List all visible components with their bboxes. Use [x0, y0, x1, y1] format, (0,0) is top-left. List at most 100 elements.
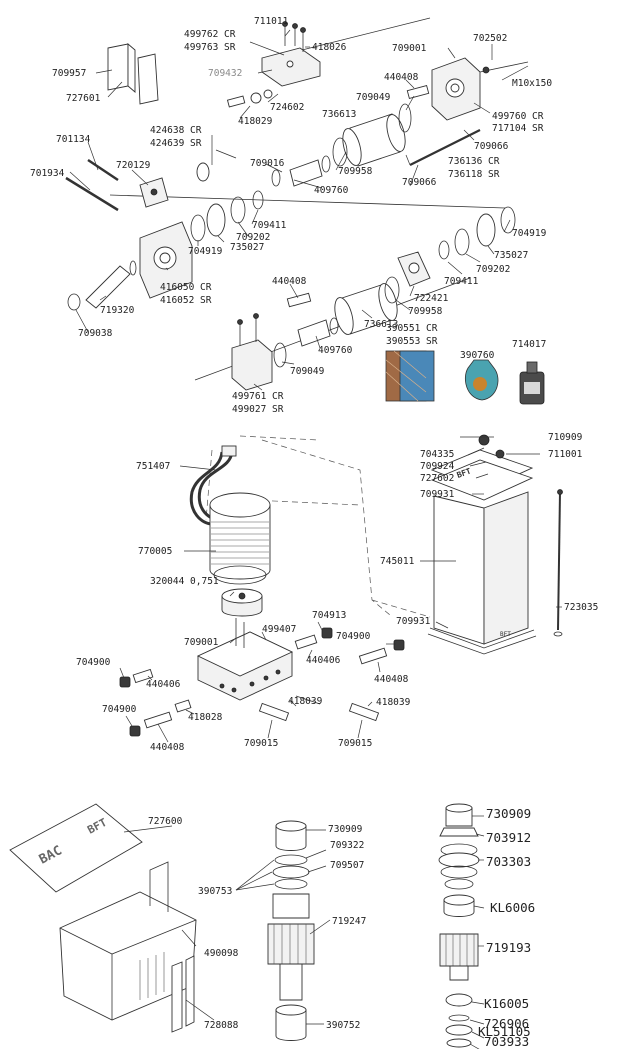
ring-set-right — [438, 206, 516, 260]
label-709001a: 709001 — [392, 43, 427, 54]
middle-assembly: BFT BFT — [119, 434, 563, 737]
label-390551: 390551 CR — [386, 323, 438, 334]
oil-bottle-714017 — [519, 361, 545, 405]
piston-709016 — [271, 155, 331, 187]
label-701134: 701134 — [56, 134, 91, 145]
label-709066b: 709066 — [402, 177, 437, 188]
label-709958a: 709958 — [338, 166, 373, 177]
valves-418039 — [258, 695, 380, 722]
label-709957: 709957 — [52, 68, 86, 79]
label-709001b: 709001 — [184, 637, 219, 648]
rod-701134 — [87, 158, 119, 182]
label-418029: 418029 — [238, 116, 273, 127]
label-736613a: 736613 — [322, 109, 356, 120]
label-723035: 723035 — [564, 602, 598, 613]
label-440408a: 440408 — [384, 72, 419, 83]
label-440408c: 440408 — [374, 674, 409, 685]
label-440406a: 440406 — [146, 679, 181, 690]
label-736136: 736136 CR — [448, 156, 500, 167]
label-kl6006: KL6006 — [490, 900, 535, 915]
label-440408d: 440408 — [150, 742, 185, 753]
manifold-499407 — [196, 618, 294, 701]
label-709015a: 709015 — [244, 738, 278, 749]
label-704913: 704913 — [312, 610, 346, 621]
label-418028: 418028 — [188, 712, 223, 723]
grease-bag-390760 — [465, 359, 499, 401]
label-710909: 710909 — [548, 432, 583, 443]
label-320044: 320044 0,751 — [150, 576, 219, 587]
label-709049a: 709049 — [356, 92, 391, 103]
label-499763: 499763 SR — [184, 42, 236, 53]
label-709931b: 709931 — [396, 616, 431, 627]
valve-parts-418029 — [226, 89, 273, 108]
label-709411a: 709411 — [252, 220, 287, 231]
label-709202b: 709202 — [476, 264, 510, 275]
valves-right — [294, 627, 405, 665]
label-703912: 703912 — [486, 830, 531, 845]
motor-770005 — [209, 492, 271, 585]
coupling-320044 — [221, 588, 263, 617]
label-711001: 711001 — [548, 449, 583, 460]
label-728088: 728088 — [204, 1020, 239, 1031]
label-409760a: 409760 — [314, 185, 349, 196]
valve-440408-top — [406, 84, 430, 100]
label-736118: 736118 SR — [448, 169, 500, 180]
label-424638: 424638 CR — [150, 125, 202, 136]
base-cover-727600 — [9, 803, 143, 893]
rod-736136 — [409, 129, 481, 166]
pump-head-499760 — [431, 57, 529, 121]
label-418039a: 418039 — [288, 696, 323, 707]
label-418026: 418026 — [312, 42, 347, 53]
label-703933: 703933 — [484, 1034, 529, 1049]
label-704900c: 704900 — [102, 704, 137, 715]
flange-722421 — [397, 251, 431, 287]
label-704900b: 704900 — [336, 631, 371, 642]
bracket-720129 — [139, 177, 169, 208]
label-709016: 709016 — [250, 158, 285, 169]
label-770005: 770005 — [138, 546, 172, 557]
label-kl51105: KL51105 — [478, 1024, 531, 1039]
tank-plate-logo: BFT — [500, 631, 511, 638]
label-709038: 709038 — [78, 328, 113, 339]
label-719247: 719247 — [332, 916, 366, 927]
label-390760: 390760 — [460, 350, 495, 361]
valve-440408-lower — [286, 292, 312, 308]
valves-left — [119, 668, 192, 737]
label-709958b: 709958 — [408, 306, 443, 317]
label-704919b: 704919 — [512, 228, 547, 239]
label-499760: 499760 CR — [492, 111, 544, 122]
rod-701934 — [65, 176, 119, 212]
gasket-swatches-390551 — [385, 350, 435, 402]
label-724602: 724602 — [270, 102, 304, 113]
top-assembly — [65, 17, 545, 405]
label-735027b: 735027 — [494, 250, 528, 261]
label-416052: 416052 SR — [160, 295, 212, 306]
label-701934: 701934 — [30, 168, 65, 179]
label-704335: 704335 — [420, 449, 454, 460]
label-709015b: 709015 — [338, 738, 372, 749]
label-709066a: 709066 — [474, 141, 509, 152]
bracket-part-709957 — [107, 43, 159, 105]
label-751407: 751407 — [136, 461, 170, 472]
label-418039b: 418039 — [376, 697, 411, 708]
label-711011: 711011 — [254, 16, 289, 27]
label-499761: 499761 CR — [232, 391, 284, 402]
tank-745011: BFT BFT — [427, 434, 537, 655]
pump-body-416050 — [139, 221, 193, 299]
label-499027: 499027 SR — [232, 404, 284, 415]
bracket-728088 — [171, 961, 183, 1033]
label-440408b: 440408 — [272, 276, 307, 287]
spring-424638 — [196, 149, 237, 182]
label-704900a: 704900 — [76, 657, 111, 668]
label-499762: 499762 CR — [184, 29, 236, 40]
label-727601: 727601 — [66, 93, 101, 104]
label-390753: 390753 — [198, 886, 232, 897]
label-719320: 719320 — [100, 305, 135, 316]
label-730909a: 730909 — [328, 824, 363, 835]
label-745011: 745011 — [380, 556, 415, 567]
label-709432: 709432 — [208, 68, 242, 79]
cylinder-736613-top — [342, 103, 412, 167]
label-736613b: 736613 — [364, 319, 398, 330]
label-726906: 726906 — [484, 1016, 529, 1031]
label-440406b: 440406 — [306, 655, 341, 666]
